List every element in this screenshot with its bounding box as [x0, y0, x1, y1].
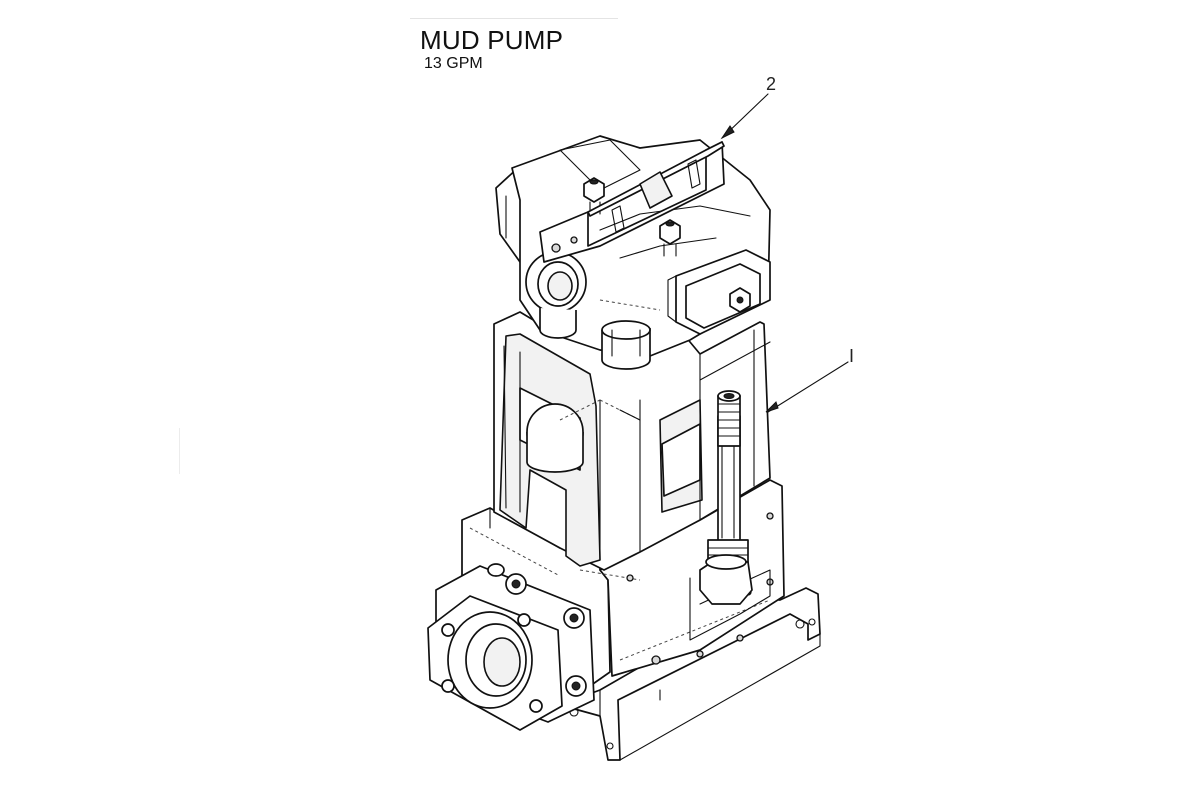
- inlet-flange: [427, 563, 595, 731]
- callout-2-label: 2: [766, 74, 776, 94]
- callout-1-label: I: [849, 346, 854, 366]
- gauge-tube: [699, 390, 753, 605]
- title-block: MUD PUMP 13 GPM: [420, 27, 563, 72]
- diagram-title: MUD PUMP: [420, 25, 564, 55]
- diagram-subtitle: 13 GPM: [424, 55, 483, 72]
- cylinder-housing: [493, 297, 771, 571]
- mounting-plate: [539, 141, 725, 263]
- scan-edge-artifact: [179, 428, 180, 474]
- callout-2: 2: [720, 74, 776, 140]
- title-rule: [410, 18, 618, 19]
- callout-1: I: [765, 346, 854, 413]
